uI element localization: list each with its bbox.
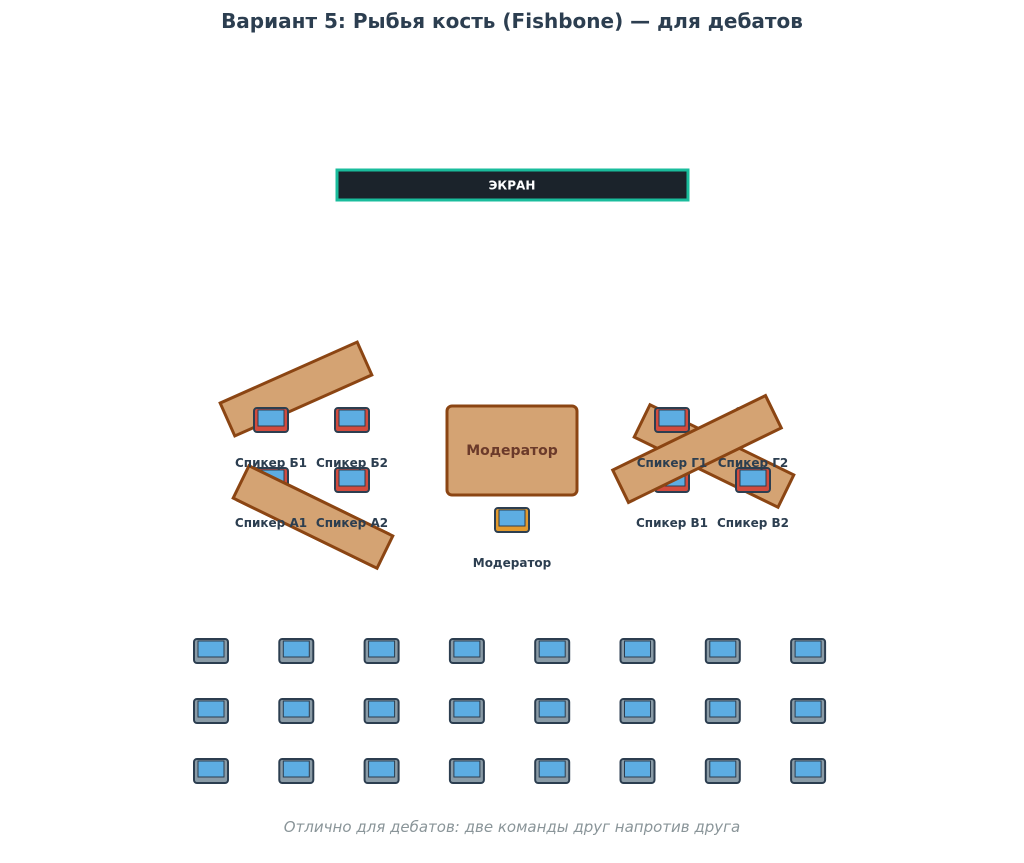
screen-label: ЭКРАН: [489, 179, 536, 193]
laptop-icon: [704, 758, 741, 784]
moderator-seat: [494, 507, 530, 533]
laptop-icon: [619, 698, 656, 724]
laptop-icon: [363, 698, 400, 724]
laptop-icon: [790, 638, 827, 664]
laptop-icon: [619, 638, 656, 664]
screen-rect: [335, 168, 690, 202]
laptop-icon: [278, 698, 315, 724]
laptop-icon: [363, 758, 400, 784]
audience-seats: [193, 638, 827, 784]
laptop-icon: [534, 638, 571, 664]
speaker-label-g1: Спикер Г1: [637, 456, 708, 470]
screen: ЭКРАН: [335, 168, 690, 202]
laptop-icon: [534, 698, 571, 724]
diagram-title: Вариант 5: Рыбья кость (Fishbone) — для …: [221, 9, 803, 33]
laptop-icon: [704, 638, 741, 664]
laptop-icon: [654, 407, 690, 433]
speaker-label-b2: Спикер Б2: [316, 456, 388, 470]
moderator-seat-label: Модератор: [473, 556, 552, 570]
speaker-table: [610, 393, 784, 505]
laptop-icon: [193, 638, 229, 664]
laptop-icon: [534, 758, 571, 784]
laptop-icon: [278, 758, 315, 784]
laptop-icon: [334, 467, 370, 493]
speaker-labels: Спикер Б1 Спикер Б2 Спикер А1 Спикер А2 …: [235, 456, 789, 570]
laptop-icon: [253, 407, 289, 433]
laptop-icon: [193, 698, 229, 724]
laptop-icon: [619, 758, 656, 784]
laptop-icon: [193, 758, 229, 784]
moderator-table: Модератор: [445, 404, 579, 497]
speaker-table: [231, 463, 395, 571]
laptop-icon: [790, 758, 827, 784]
laptop-icon: [278, 638, 315, 664]
speaker-label-a1: Спикер А1: [235, 516, 307, 530]
speaker-label-v1: Спикер В1: [636, 516, 708, 530]
laptop-icon: [494, 507, 530, 533]
speaker-label-g2: Спикер Г2: [718, 456, 789, 470]
diagram-caption: Отлично для дебатов: две команды друг на…: [284, 818, 740, 836]
laptop-icon: [448, 758, 485, 784]
laptop-icon: [790, 698, 827, 724]
laptop-icon: [448, 638, 485, 664]
laptop-icon: [334, 407, 370, 433]
speaker-label-a2: Спикер А2: [316, 516, 388, 530]
moderator-table-label: Модератор: [466, 443, 558, 459]
laptop-icon: [448, 698, 485, 724]
laptop-icon: [735, 467, 771, 493]
speaker-label-b1: Спикер Б1: [235, 456, 307, 470]
moderator-table-rect: [445, 404, 579, 497]
speaker-label-v2: Спикер В2: [717, 516, 789, 530]
laptop-icon: [363, 638, 400, 664]
laptop-icon: [704, 698, 741, 724]
